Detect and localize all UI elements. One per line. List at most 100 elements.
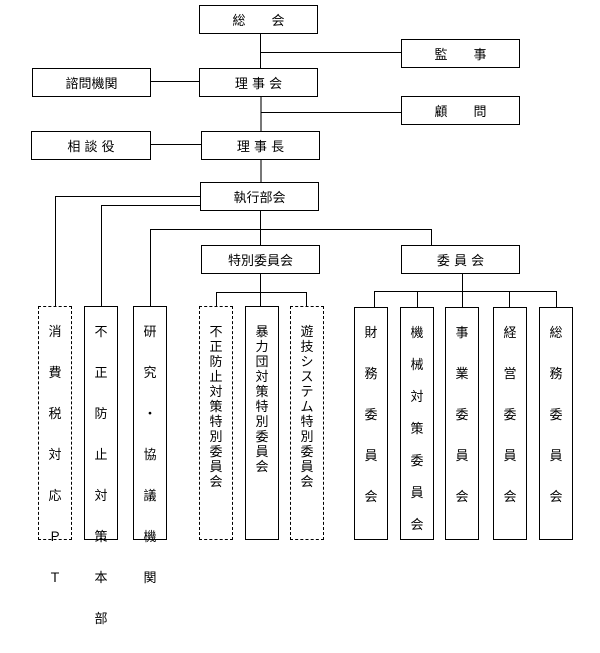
vertical-label: 不正防止対策特別委員会 [209,325,222,490]
label-char: 械 [410,358,424,373]
connector-committee-bar [374,291,557,293]
executive-label: 執行部会 [233,191,286,206]
connector-board-chairman [260,96,262,131]
vertical-label: 経営委員会 [503,326,516,531]
committee-business: 事業委員会 [445,307,479,540]
label-char: 対 [94,489,108,504]
vertical-label: 研究・協議機関 [143,325,156,612]
general-meeting-label: 総 会 [232,14,285,29]
connector-special-bar [216,292,307,294]
label-char: 議 [143,489,157,504]
label-char: ス [300,370,314,385]
label-char: 会 [549,490,563,505]
label-char: 総 [549,326,563,341]
connector-exec-branch [150,229,432,231]
label-char: 正 [94,366,108,381]
label-char: 会 [209,475,223,490]
board-label: 理 事 会 [234,77,283,92]
label-char: 委 [549,408,563,423]
label-char: 会 [255,460,269,475]
general-meeting-box: 総 会 [199,5,318,34]
label-char: 財 [364,326,378,341]
label-char: 団 [255,355,269,370]
connector-committee-down [462,273,464,307]
connector-exec-fraud-h [101,205,200,207]
label-char: 員 [455,449,469,464]
label-char: 応 [48,489,62,504]
label-char: 本 [94,571,108,586]
label-char: 止 [94,448,108,463]
label-char: 員 [300,460,314,475]
vertical-label: 遊技システム特別委員会 [300,325,313,490]
label-char: 止 [209,370,223,385]
connector-committee-5 [556,291,558,307]
label-char: 別 [300,430,314,445]
vertical-label: 財務委員会 [364,326,377,531]
label-char: テ [300,385,314,400]
label-char: 委 [455,408,469,423]
connector-special-3 [306,292,308,306]
label-char: 員 [410,486,424,501]
adviser-label: 顧 問 [434,105,487,120]
connector-committee-2 [417,291,419,307]
label-char: 別 [255,415,269,430]
label-char: 技 [300,340,314,355]
committee-label: 委 員 会 [436,254,485,269]
label-char: 員 [364,449,378,464]
label-char: 会 [364,490,378,505]
auditor-label: 監 事 [434,48,487,63]
label-char: 員 [209,460,223,475]
label-char: 員 [503,449,517,464]
label-char: シ [300,355,314,370]
label-char: 会 [455,490,469,505]
counselor-label: 相 談 役 [67,140,115,155]
connector-special-down [260,274,262,306]
label-char: 営 [503,367,517,382]
label-char: 力 [255,340,269,355]
label-char: 対 [209,385,223,400]
label-char: ム [300,400,314,415]
label-char: 業 [455,367,469,382]
connector-research-v [150,229,152,306]
connector-adviser [261,112,401,114]
special-committee-antigang: 暴力団対策特別委員会 [245,306,279,540]
label-char: 務 [364,367,378,382]
label-char: 関 [143,571,157,586]
label-char: Ｐ [48,530,62,545]
connector-committee-4 [509,291,511,307]
counselor-box: 相 談 役 [31,131,151,160]
label-char: 対 [255,370,269,385]
advisory-body-box: 諮問機関 [32,68,151,97]
label-char: 正 [209,340,223,355]
label-char: 税 [48,407,62,422]
advisory-body-label: 諮問機関 [65,77,118,92]
executive-unit-research: 研究・協議機関 [133,306,167,586]
label-char: 部 [94,612,108,627]
committee-management: 経営委員会 [493,307,527,540]
label-char: 防 [209,355,223,370]
label-char: 会 [503,490,517,505]
label-char: 遊 [300,325,314,340]
label-char: 経 [503,326,517,341]
adviser-box: 顧 問 [401,96,520,125]
label-char: 会 [300,475,314,490]
connector-exec-pt-v [55,196,57,306]
connector-exec-fraud-v [101,205,103,306]
label-char: 委 [503,408,517,423]
vertical-label: 不正防止対策本部 [94,325,107,653]
label-char: 特 [255,400,269,415]
committee-machine: 機械対策委員会 [400,307,434,540]
chairman-box: 理 事 長 [201,131,320,160]
label-char: 員 [255,445,269,460]
connector-chairman-executive [260,159,262,182]
label-char: 委 [255,430,269,445]
label-char: 員 [549,449,563,464]
connector-special-1 [216,292,218,306]
connector-general-board [260,33,262,68]
committee-finance: 財務委員会 [354,307,388,540]
label-char: 策 [94,530,108,545]
vertical-label: 機械対策委員会 [410,326,423,550]
label-char: 研 [143,325,157,340]
label-char: 不 [209,325,223,340]
